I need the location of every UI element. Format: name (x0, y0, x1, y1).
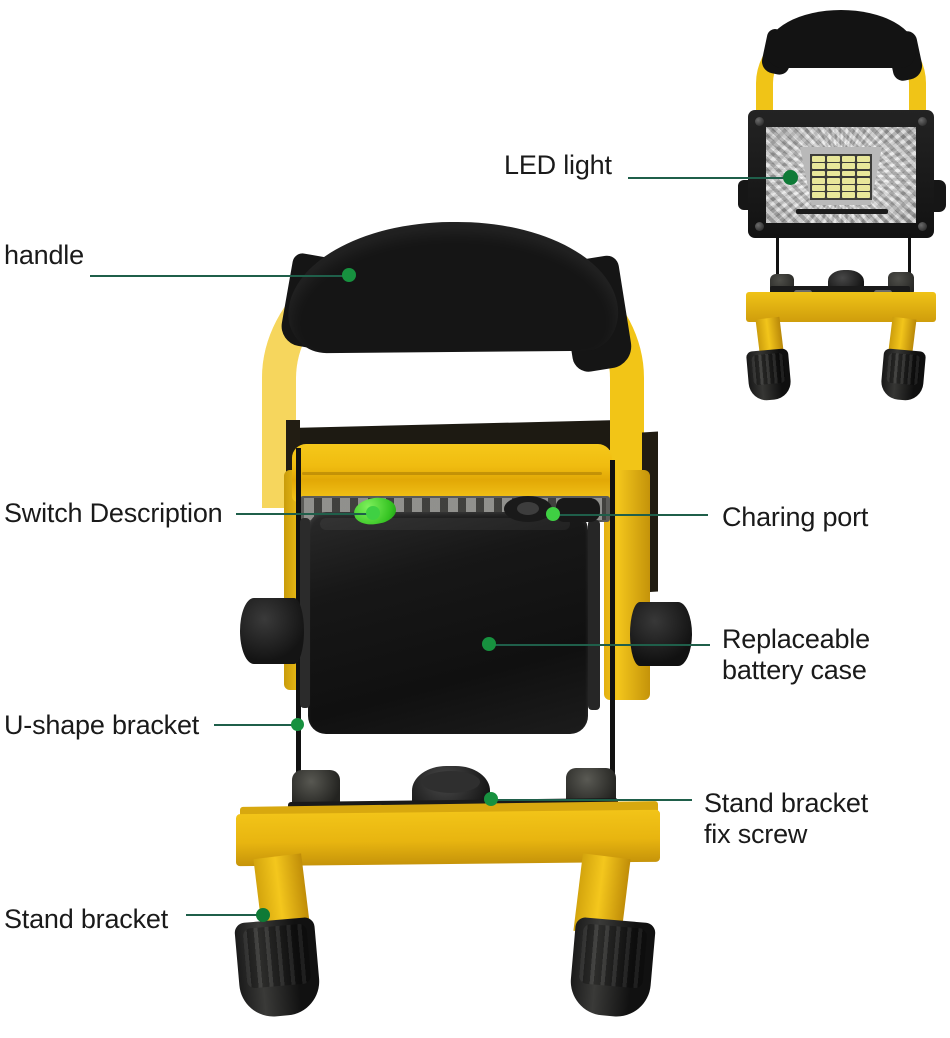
led-chip (856, 192, 870, 198)
led-chip (856, 170, 870, 177)
callout-dot-charing-port (546, 507, 560, 521)
inset-tilt-knob-right (930, 180, 946, 212)
leader-line-stand-bracket (186, 914, 262, 916)
led-chip (841, 170, 856, 177)
inset-screw-tr (918, 117, 927, 126)
callout-label-handle: handle (4, 240, 84, 270)
leader-line-switch-description (236, 513, 372, 515)
leader-line-replaceable-battery-case (488, 644, 710, 646)
inset-lamp-body (748, 110, 934, 238)
callout-label-led-light: LED light (504, 150, 612, 180)
led-chip (826, 170, 841, 177)
inset-screw-bl (755, 222, 764, 231)
led-chip (812, 177, 826, 184)
led-chip (856, 185, 870, 191)
led-chip (812, 163, 826, 169)
callout-dot-replaceable-battery-case (482, 637, 496, 651)
callout-label-u-shape-bracket: U-shape bracket (4, 710, 200, 740)
led-chip (856, 177, 870, 184)
rubber-foot-right (567, 916, 657, 1020)
replaceable-battery-case (308, 512, 588, 734)
led-chip (812, 185, 826, 191)
inset-lens (766, 127, 916, 223)
u-bracket-rail-right (610, 460, 615, 840)
handle-foam-grip (287, 220, 619, 354)
leader-line-handle (90, 275, 346, 277)
led-chip (812, 192, 826, 198)
inset-product-illustration (722, 2, 948, 402)
led-chip (841, 185, 856, 191)
led-chip (812, 156, 826, 162)
tilt-knob-left[interactable] (240, 598, 304, 664)
rubber-foot-left (233, 916, 323, 1020)
leader-line-stand-bracket-fix-screw (494, 799, 692, 801)
leader-line-u-shape-bracket (214, 724, 298, 726)
led-chip (856, 156, 870, 162)
callout-dot-u-shape-bracket (291, 718, 304, 731)
led-chip (826, 156, 841, 162)
callout-label-stand-bracket-fix-screw: Stand bracket fix screw (704, 788, 869, 849)
led-chip (826, 192, 841, 198)
callout-label-switch-description: Switch Description (4, 498, 223, 528)
led-chip (856, 163, 870, 169)
u-bracket-inner-left (300, 518, 310, 708)
inset-screw-tl (755, 117, 764, 126)
leader-line-led-light (628, 177, 786, 179)
callout-label-charing-port: Charing port (722, 502, 869, 532)
led-chip (826, 163, 841, 169)
charging-port[interactable] (504, 496, 552, 522)
led-chip (826, 177, 841, 184)
callout-dot-stand-bracket (256, 908, 270, 922)
led-chip (841, 156, 856, 162)
leader-line-charing-port (560, 514, 708, 516)
callout-dot-switch-description (366, 506, 380, 520)
u-bracket-inner-right (588, 520, 600, 710)
inset-rubber-foot-left (745, 348, 793, 402)
led-chip (812, 170, 826, 177)
inset-handle-foam-grip (766, 10, 916, 68)
callout-label-stand-bracket: Stand bracket (4, 904, 169, 934)
callout-label-replaceable-battery-case: Replaceable battery case (722, 624, 870, 685)
led-chip (841, 177, 856, 184)
charging-port-housing (556, 498, 600, 522)
inset-lens-bottom-bar (796, 209, 888, 214)
tilt-knob-right[interactable] (630, 602, 692, 666)
led-chip (826, 185, 841, 191)
inset-rubber-foot-right (879, 348, 927, 402)
led-chip (841, 192, 856, 198)
callout-dot-handle (342, 268, 356, 282)
inset-led-array (810, 154, 872, 200)
inset-screw-br (918, 222, 927, 231)
housing-top-rail (292, 444, 612, 502)
callout-dot-stand-bracket-fix-screw (484, 792, 498, 806)
callout-dot-led-light (783, 170, 798, 185)
led-chip (841, 163, 856, 169)
